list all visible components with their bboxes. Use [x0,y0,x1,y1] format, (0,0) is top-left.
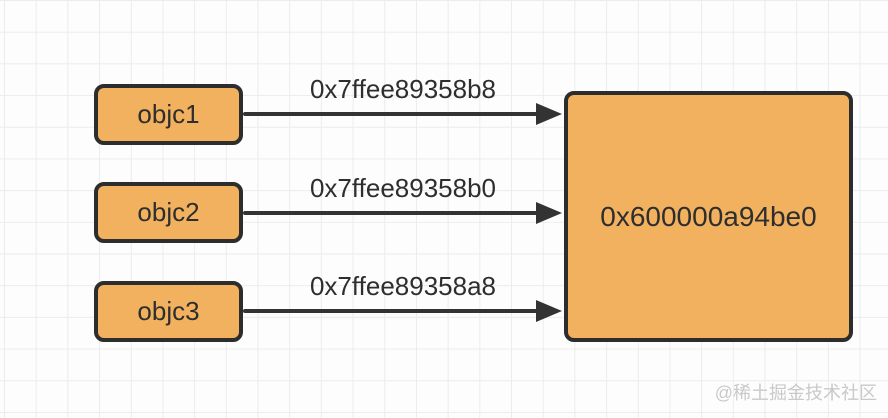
arrow-line [243,211,539,215]
arrow-line [243,309,539,313]
object-box-objc3: objc3 [94,281,243,342]
pointer-address-label: 0x7ffee89358b8 [309,74,497,104]
object-box-label: objc3 [137,296,200,326]
arrow-head-icon [536,202,562,224]
object-box-label: objc2 [137,197,200,227]
arrow-head-icon [536,103,562,125]
watermark: @稀土掘金技术社区 [714,383,877,403]
pointer-address-label: 0x7ffee89358b0 [309,173,497,203]
heap-object-box: 0x600000a94be0 [564,91,853,342]
object-box-objc2: objc2 [94,182,243,243]
pointer-address-label: 0x7ffee89358a8 [309,271,497,301]
arrow-line [243,112,539,116]
arrow-head-icon [536,300,562,322]
object-box-label: objc1 [137,99,200,129]
heap-object-address: 0x600000a94be0 [600,200,817,232]
object-box-objc1: objc1 [94,84,243,145]
